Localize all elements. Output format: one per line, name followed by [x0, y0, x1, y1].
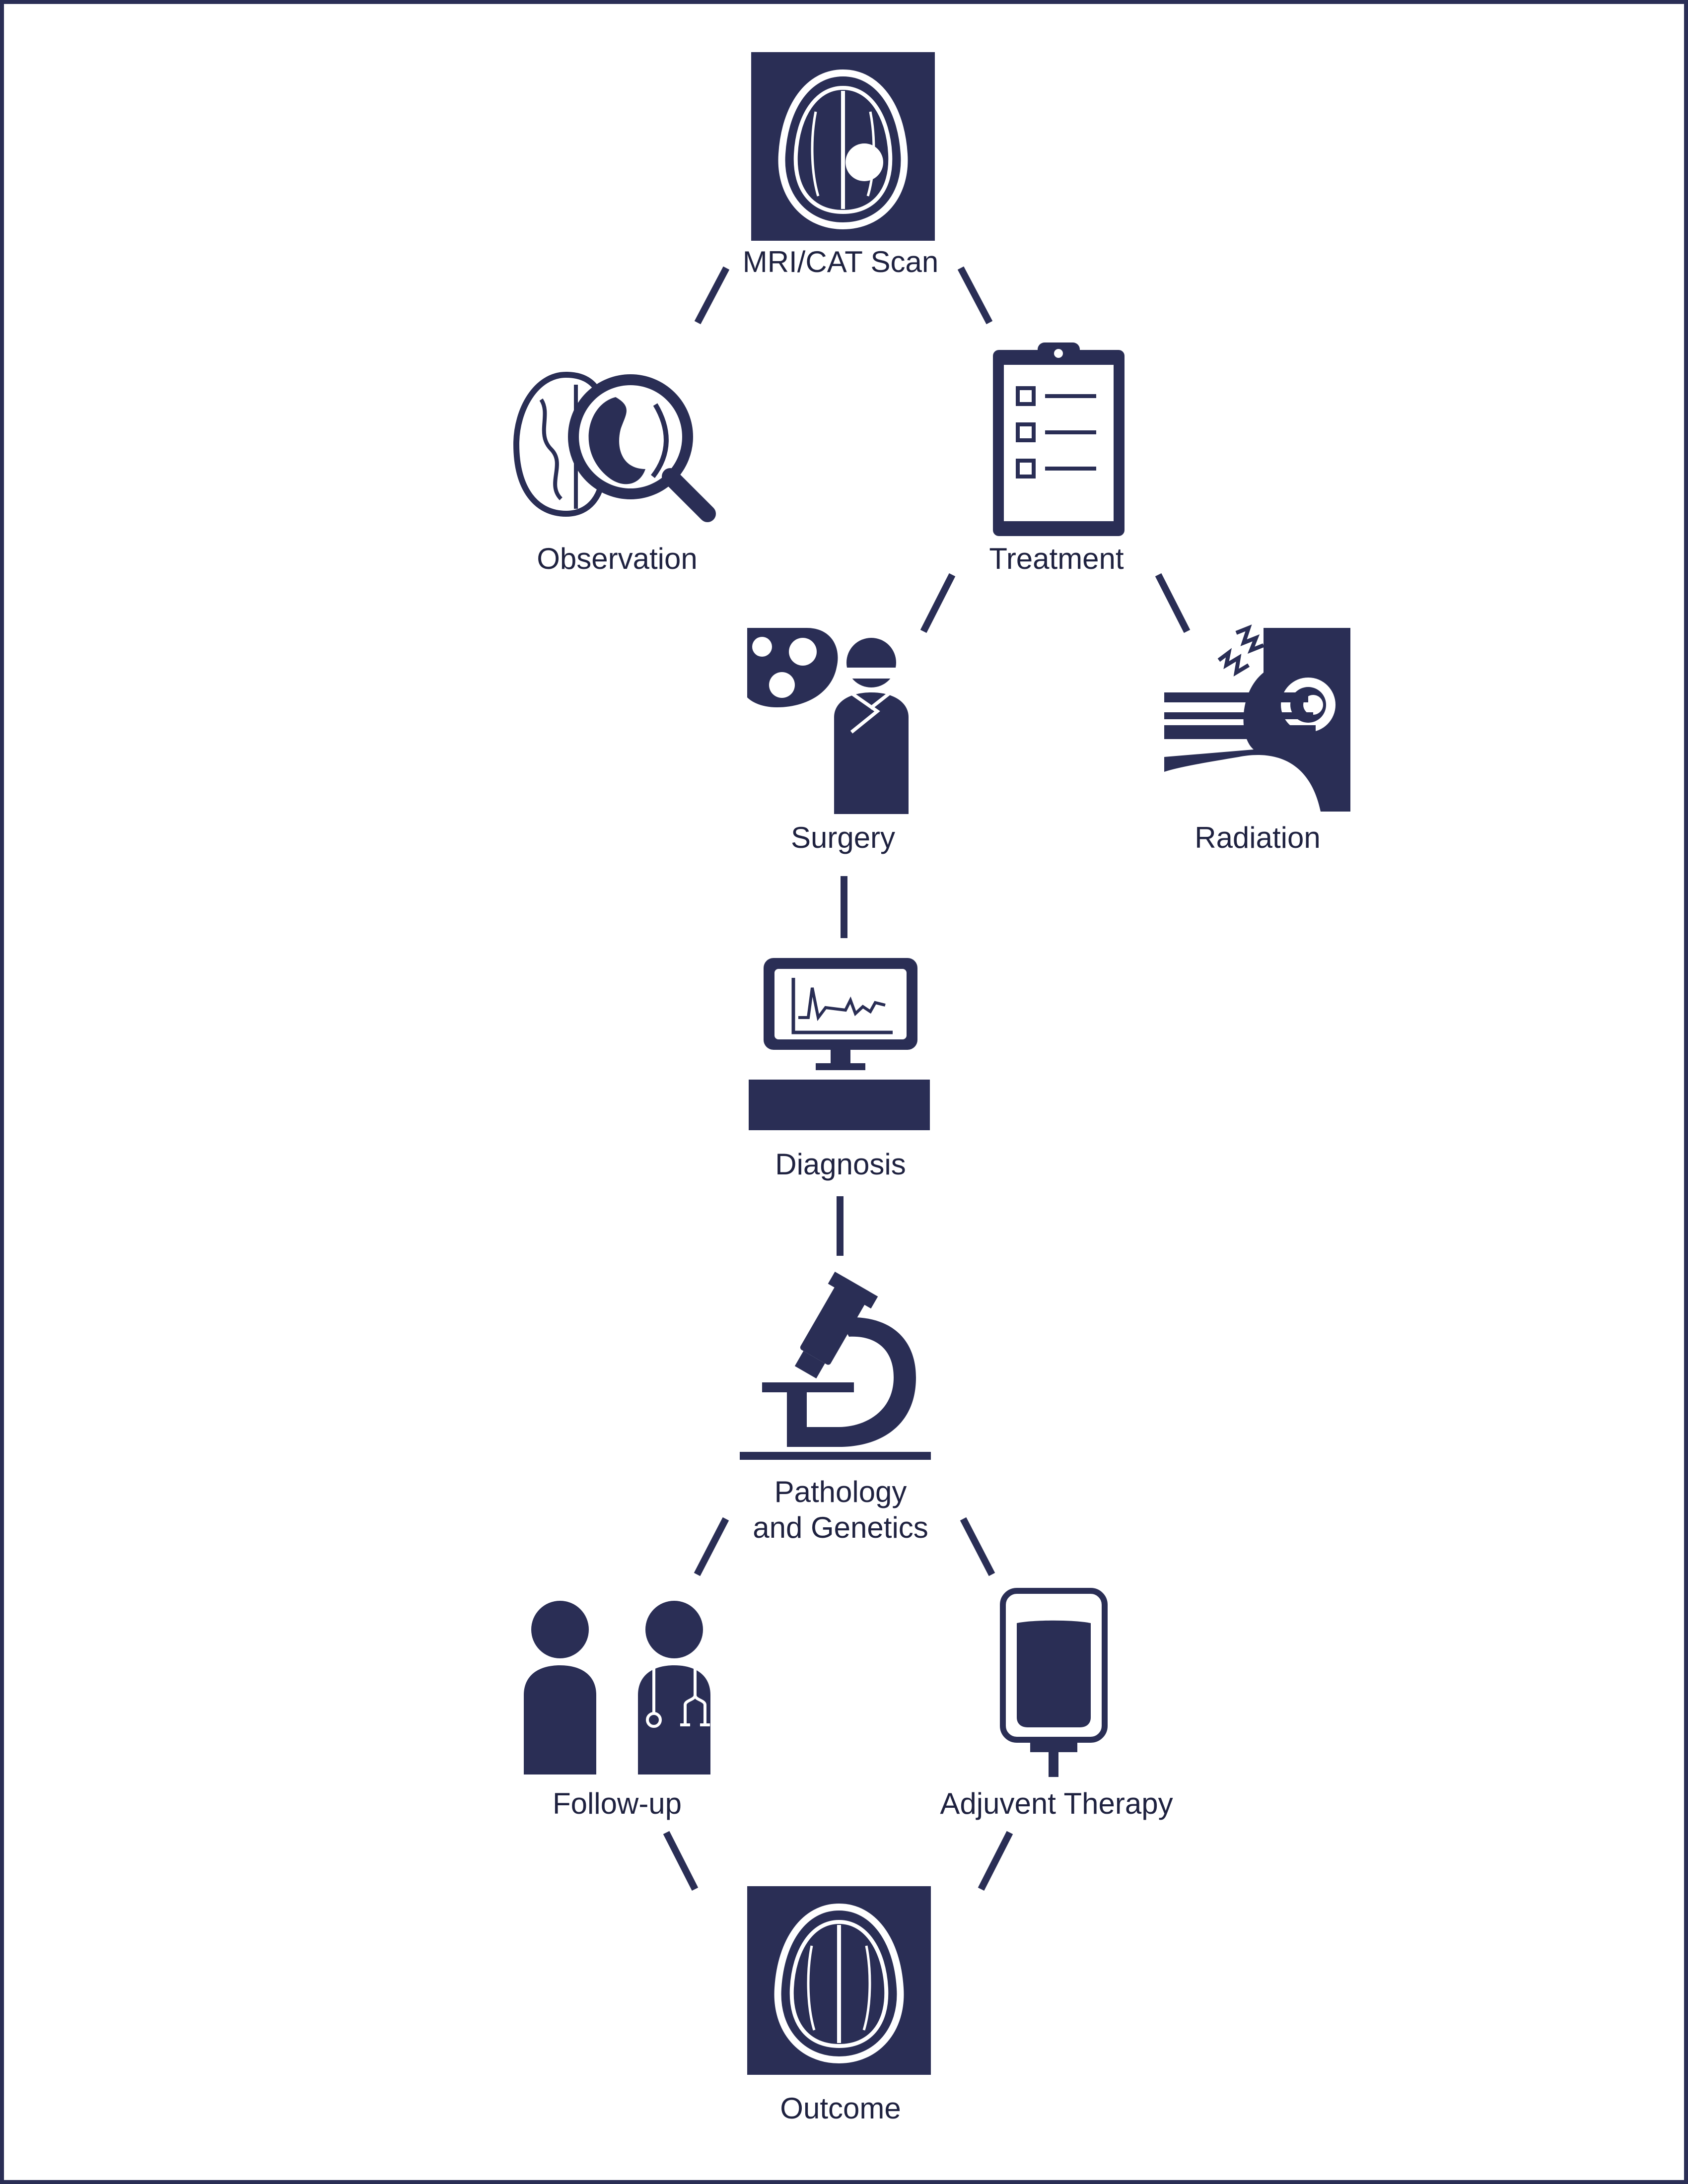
- label-adjuvent-therapy: Adjuvent Therapy: [940, 1787, 1173, 1820]
- clipboard-checklist-icon: [993, 342, 1125, 536]
- label-follow-up: Follow-up: [552, 1787, 682, 1820]
- microscope-icon: [740, 1272, 931, 1460]
- label-treatment: Treatment: [989, 542, 1124, 575]
- connector-treatment-radiation: [1155, 573, 1191, 633]
- connector-pathology-adjuvent: [960, 1517, 995, 1576]
- connector-mri-observation: [694, 266, 730, 325]
- label-pathology-and-genetics: Pathology and Genetics: [753, 1475, 928, 1544]
- brain-scan-icon: [747, 1886, 931, 2075]
- brain-scan-tumor-icon: [751, 52, 935, 241]
- monitor-waveform-icon: [749, 958, 930, 1130]
- label-outcome: Outcome: [780, 2092, 901, 2125]
- label-surgery: Surgery: [790, 821, 896, 854]
- iv-bag-icon: [1000, 1588, 1108, 1777]
- label-observation: Observation: [537, 542, 698, 575]
- connector-followup-outcome: [663, 1831, 699, 1891]
- connector-mri-treatment: [957, 266, 993, 325]
- brain-magnifier-icon: [513, 371, 716, 522]
- connector-lines: [663, 266, 1191, 1891]
- radiation-machine-icon: [1164, 624, 1350, 812]
- label-diagnosis: Diagnosis: [775, 1148, 906, 1181]
- label-radiation: Radiation: [1195, 821, 1321, 854]
- patient-doctor-icon: [524, 1601, 710, 1774]
- label-mri-cat-scan: MRI/CAT Scan: [742, 245, 939, 278]
- connector-pathology-followup: [694, 1517, 729, 1576]
- connector-treatment-surgery: [920, 573, 956, 633]
- surgeon-icon: [747, 628, 909, 814]
- connector-adjuvent-outcome: [978, 1831, 1013, 1891]
